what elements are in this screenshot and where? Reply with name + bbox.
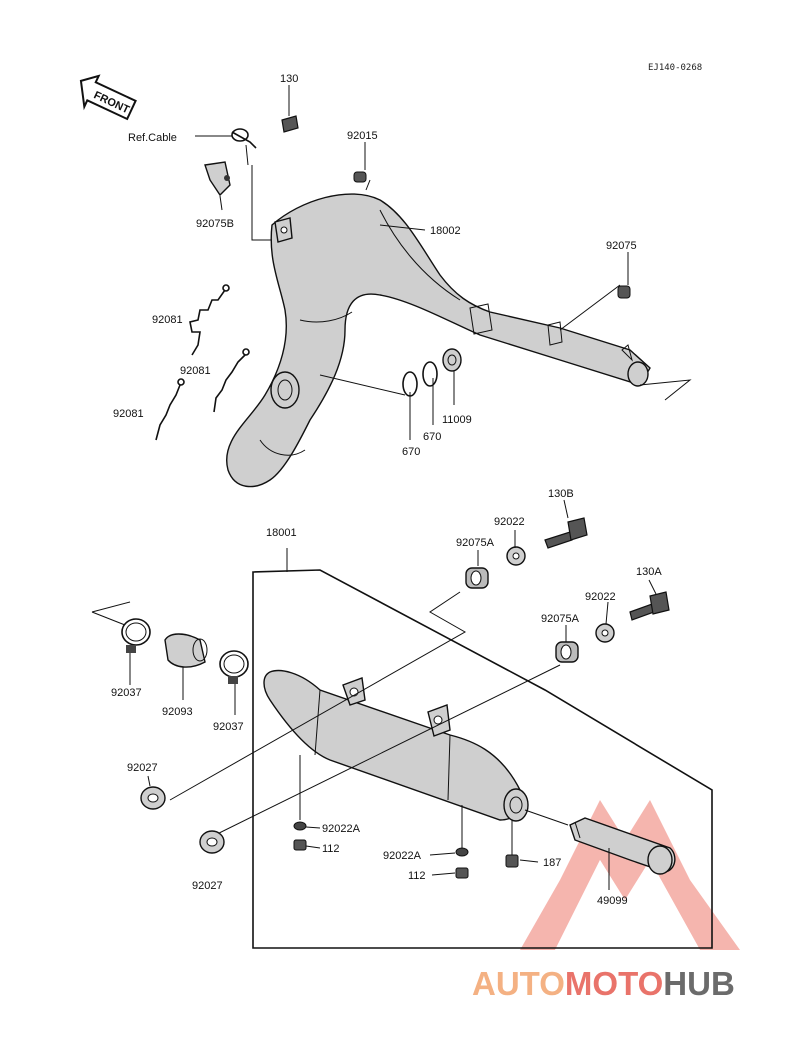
label-130a: 130A (636, 566, 662, 578)
bolt-187 (505, 854, 519, 868)
label-92037-a: 92037 (111, 687, 142, 699)
watermark-part-hub: HUB (663, 965, 735, 1002)
label-pointers (147, 85, 657, 876)
label-92075a-a: 92075A (456, 537, 495, 549)
front-arrow-icon: FRONT (79, 74, 137, 121)
label-92075: 92075 (606, 240, 637, 252)
grommet-92075a-a (465, 567, 489, 589)
label-92081-c: 92081 (113, 408, 144, 420)
watermark-logo (520, 800, 740, 950)
bolt-130 (281, 115, 299, 133)
label-670-a: 670 (402, 446, 420, 458)
bolt-112-b (455, 867, 469, 879)
bolt-130b (544, 517, 588, 549)
gasket-670-a (402, 371, 418, 397)
expansion-chamber-18002 (225, 193, 651, 488)
label-92015: 92015 (347, 130, 378, 142)
label-92027-b: 92027 (192, 880, 223, 892)
upper-leader-lines (245, 144, 692, 440)
bolt-130a (629, 591, 670, 621)
label-92075a-b: 92075A (541, 613, 580, 625)
label-92081-a: 92081 (152, 314, 183, 326)
label-49099: 49099 (597, 895, 628, 907)
label-18002: 18002 (430, 225, 461, 237)
label-130: 130 (280, 73, 298, 85)
label-92022-b: 92022 (585, 591, 616, 603)
label-187: 187 (543, 857, 561, 869)
label-92093: 92093 (162, 706, 193, 718)
label-92022a-b: 92022A (383, 850, 422, 862)
washer-92022a-b (455, 847, 469, 857)
label-92075b: 92075B (196, 218, 234, 230)
sleeve-92093 (164, 633, 208, 668)
watermark-part-auto: AUTO (472, 965, 565, 1002)
bracket-92075b (204, 161, 231, 197)
clamp-92037-b (219, 650, 249, 684)
cable-clamp (231, 128, 257, 149)
label-92037-b: 92037 (213, 721, 244, 733)
spring-92081-b (213, 348, 250, 413)
washer-92022-b (595, 623, 615, 643)
spring-92081-a (189, 284, 230, 356)
washer-92022a-a (293, 821, 307, 831)
label-130b: 130B (548, 488, 574, 500)
label-ref-cable: Ref.Cable (128, 132, 177, 144)
damper-92027-a (140, 786, 166, 810)
muffler-assembly-outline (252, 548, 713, 949)
grommet-92075a-b (555, 641, 579, 663)
label-112-b: 112 (408, 870, 426, 882)
watermark-part-moto: MOTO (565, 965, 663, 1002)
label-92022-a: 92022 (494, 516, 525, 528)
svg-text:AUTOMOTOHUB: AUTOMOTOHUB (472, 965, 735, 1002)
label-92081-b: 92081 (180, 365, 211, 377)
diagram-code: EJ140-0268 (648, 63, 702, 73)
label-92022a-a: 92022A (322, 823, 361, 835)
label-11009: 11009 (442, 414, 472, 426)
watermark-text: AUTOMOTOHUB (472, 965, 735, 1002)
seal-11009 (442, 348, 462, 372)
spark-arrester-49099 (569, 817, 676, 875)
label-112-a: 112 (322, 843, 340, 855)
label-18001: 18001 (266, 527, 297, 539)
damper-92027-b (199, 830, 225, 854)
washer-92022-a (506, 546, 526, 566)
grommet-92075 (617, 285, 631, 299)
spring-92081-c (155, 378, 185, 441)
grommet-92015 (353, 171, 367, 183)
label-670-b: 670 (423, 431, 441, 443)
clamp-92037-a (121, 618, 151, 653)
muffler-18001 (263, 669, 529, 822)
bolt-112-a (293, 839, 307, 851)
label-92027-a: 92027 (127, 762, 158, 774)
gasket-670-b (422, 361, 438, 387)
lower-leader-lines (91, 591, 610, 890)
